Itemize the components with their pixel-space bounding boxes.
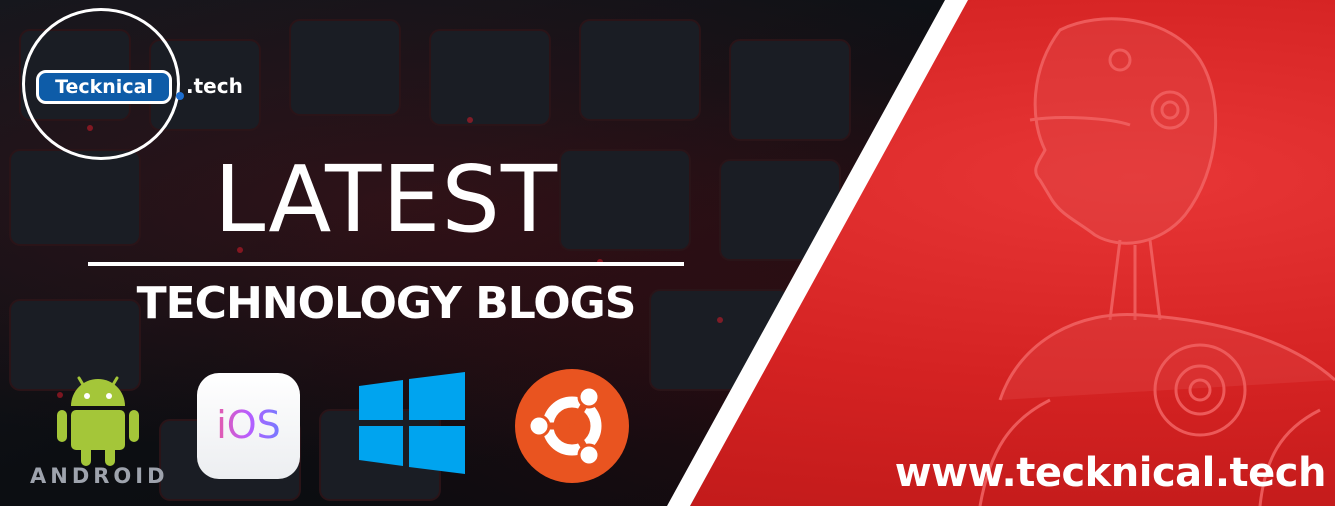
- logo-suffix: .tech: [186, 74, 243, 98]
- subheadline: TECHNOLOGY BLOGS: [136, 278, 637, 329]
- logo-name: Tecknical: [36, 70, 172, 104]
- android-wordmark: ANDROID: [30, 464, 169, 488]
- headline: LATEST: [213, 146, 559, 253]
- logo-dot: [176, 92, 184, 100]
- ubuntu-icon: [515, 369, 629, 483]
- headline-divider: [88, 262, 684, 266]
- android-icon: [57, 376, 139, 466]
- ios-label: iOS: [197, 403, 300, 447]
- website-url[interactable]: www.tecknical.tech: [894, 450, 1327, 496]
- logo-ring: [22, 8, 180, 160]
- windows-icon: [359, 372, 465, 474]
- ios-icon: iOS: [197, 373, 300, 479]
